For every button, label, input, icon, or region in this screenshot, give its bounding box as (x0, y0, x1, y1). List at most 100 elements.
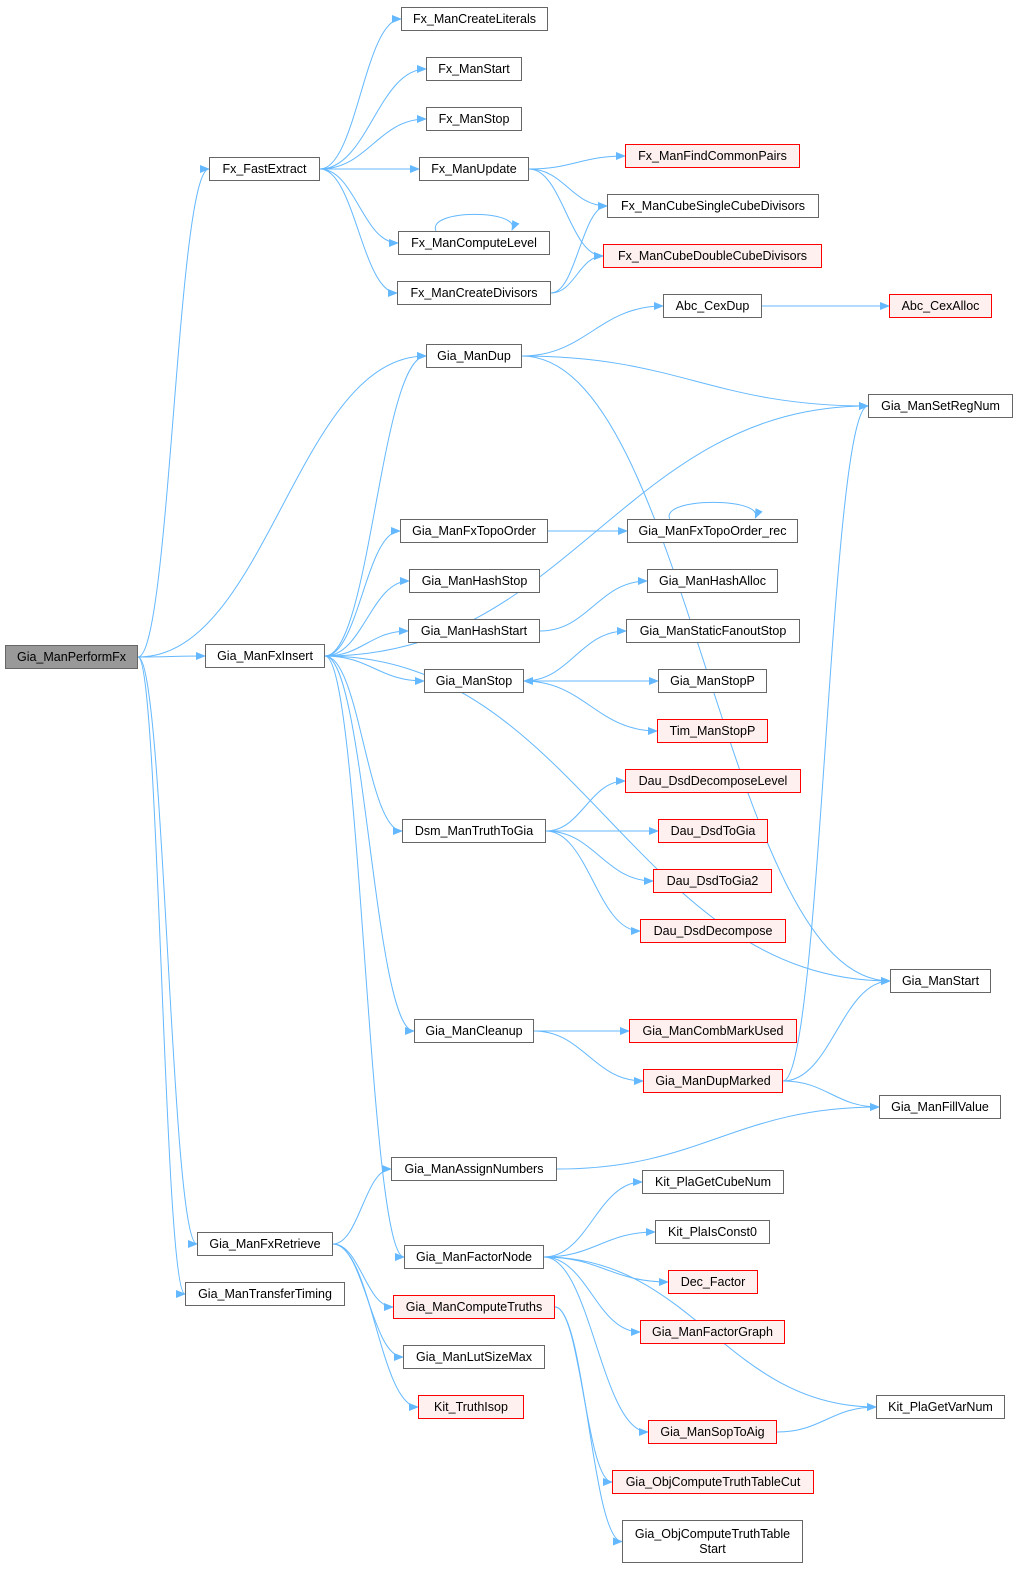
edge-factornode-to-isconst0 (543, 1228, 656, 1258)
node-hashalloc[interactable]: Gia_ManHashAlloc (647, 569, 778, 593)
node-label: Gia_ManStopP (670, 673, 755, 688)
node-hashstart[interactable]: Gia_ManHashStart (408, 619, 540, 643)
node-label: Gia_ManComputeTruths (405, 1299, 543, 1314)
node-topoorderrec[interactable]: Gia_ManFxTopoOrder_rec (627, 519, 798, 543)
node-label: Gia_ManCleanup (425, 1023, 523, 1038)
node-mandup[interactable]: Gia_ManDup (426, 344, 522, 368)
edge-truthtogia-to-decomposelevel (545, 777, 626, 832)
node-label: Gia_ManTransferTiming (198, 1286, 332, 1301)
edge-update-to-findcommonpairs (528, 152, 626, 170)
edge-fxinsert-to-cleanup (324, 655, 415, 1035)
node-getcubenum[interactable]: Kit_PlaGetCubeNum (642, 1170, 784, 1194)
node-fxstart[interactable]: Fx_ManStart (426, 57, 522, 81)
node-lutsizemax[interactable]: Gia_ManLutSizeMax (403, 1345, 545, 1369)
node-computetruths[interactable]: Gia_ManComputeTruths (393, 1295, 555, 1319)
node-label: Fx_ManFindCommonPairs (638, 148, 787, 163)
node-decfactor[interactable]: Dec_Factor (668, 1270, 758, 1294)
node-update[interactable]: Fx_ManUpdate (419, 157, 529, 181)
node-isconst0[interactable]: Kit_PlaIsConst0 (655, 1220, 770, 1244)
node-cleanup[interactable]: Gia_ManCleanup (414, 1019, 534, 1043)
node-giastop[interactable]: Gia_ManStop (424, 669, 524, 693)
node-createdivisors[interactable]: Fx_ManCreateDivisors (397, 281, 551, 305)
node-truthtablecut[interactable]: Gia_ObjComputeTruthTableCut (612, 1470, 814, 1494)
node-fastextract[interactable]: Fx_FastExtract (209, 157, 320, 181)
node-findcommonpairs[interactable]: Fx_ManFindCommonPairs (625, 144, 800, 168)
node-label: Abc_CexDup (675, 298, 750, 313)
node-label: Gia_ManCombMarkUsed (642, 1023, 784, 1038)
node-timstopp[interactable]: Tim_ManStopP (657, 719, 768, 743)
node-soptoaig[interactable]: Gia_ManSopToAig (648, 1420, 777, 1444)
node-label: Gia_ManHashStart (420, 623, 528, 638)
node-perform[interactable]: Gia_ManPerformFx (5, 645, 138, 669)
edge-perform-to-transfertiming (137, 656, 186, 1298)
edge-perform-to-fxinsert (137, 652, 206, 661)
node-label: Fx_ManCubeDoubleCubeDivisors (618, 248, 807, 263)
node-transfertiming[interactable]: Gia_ManTransferTiming (185, 1282, 345, 1306)
edge-perform-to-fxretrieve (137, 656, 198, 1248)
node-label: Kit_PlaGetVarNum (888, 1399, 993, 1414)
edge-soptoaig-to-getvarnum (776, 1403, 877, 1433)
node-fxinsert[interactable]: Gia_ManFxInsert (205, 644, 325, 668)
node-dsdtogia[interactable]: Dau_DsdToGia (658, 819, 768, 843)
edge-fastextract-to-createliterals (319, 15, 402, 170)
edge-computetruths-to-truthtablestart (554, 1306, 623, 1546)
node-label: Fx_FastExtract (222, 161, 307, 176)
edge-truthtogia-to-dsdtogia2 (545, 830, 654, 885)
edge-fxinsert-to-giastop (324, 655, 425, 685)
node-label: Gia_ManFactorNode (415, 1249, 533, 1264)
node-truthtablestart[interactable]: Gia_ObjComputeTruthTable Start (622, 1520, 803, 1563)
node-truthtogia[interactable]: Dsm_ManTruthToGia (402, 819, 546, 843)
node-label: Gia_ManDup (437, 348, 511, 363)
node-label: Gia_ManFillValue (891, 1099, 989, 1114)
edge-mandup-to-setregnum (521, 355, 869, 410)
node-getvarnum[interactable]: Kit_PlaGetVarNum (876, 1395, 1005, 1419)
node-label: Gia_ManPerformFx (16, 649, 127, 664)
node-giastopp[interactable]: Gia_ManStopP (658, 669, 767, 693)
node-dupmarked[interactable]: Gia_ManDupMarked (643, 1069, 783, 1093)
edge-mandup-to-cexdup (521, 302, 664, 357)
node-label: Gia_ManAssignNumbers (404, 1161, 544, 1176)
node-truthisop[interactable]: Kit_TruthIsop (418, 1395, 524, 1419)
node-hashstop[interactable]: Gia_ManHashStop (409, 569, 540, 593)
node-setregnum[interactable]: Gia_ManSetRegNum (868, 394, 1013, 418)
node-assignnumbers[interactable]: Gia_ManAssignNumbers (391, 1157, 557, 1181)
node-combmarkused[interactable]: Gia_ManCombMarkUsed (629, 1019, 797, 1043)
edge-topoorderrec-to-topoorderrec (668, 501, 763, 520)
node-computelevel[interactable]: Fx_ManComputeLevel (398, 231, 550, 255)
node-label: Dsm_ManTruthToGia (414, 823, 534, 838)
node-fillvalue[interactable]: Gia_ManFillValue (879, 1095, 1001, 1119)
node-label: Gia_ManFxTopoOrder_rec (638, 523, 787, 538)
node-label: Gia_ManDupMarked (655, 1073, 771, 1088)
node-label: Gia_ManStaticFanoutStop (639, 623, 787, 638)
node-label: Kit_TruthIsop (434, 1399, 508, 1414)
node-label: Gia_ManFxInsert (217, 648, 313, 663)
node-factorgraph[interactable]: Gia_ManFactorGraph (640, 1320, 785, 1344)
node-singlecube[interactable]: Fx_ManCubeSingleCubeDivisors (607, 194, 819, 218)
node-createliterals[interactable]: Fx_ManCreateLiterals (401, 7, 548, 31)
node-giastart[interactable]: Gia_ManStart (890, 969, 991, 993)
edge-perform-to-fastextract (137, 165, 210, 658)
node-topoorder[interactable]: Gia_ManFxTopoOrder (400, 519, 548, 543)
node-dsdtogia2[interactable]: Dau_DsdToGia2 (653, 869, 772, 893)
node-label: Gia_ObjComputeTruthTableCut (625, 1474, 801, 1489)
edge-perform-to-mandup (137, 352, 427, 658)
edge-fxinsert-to-mandup (324, 352, 427, 657)
node-label: Gia_ManFxRetrieve (209, 1236, 321, 1251)
edge-giastop-to-timstopp (523, 680, 658, 735)
node-decomposelevel[interactable]: Dau_DsdDecomposeLevel (625, 769, 801, 793)
node-label: Gia_ManSopToAig (660, 1424, 765, 1439)
node-fxretrieve[interactable]: Gia_ManFxRetrieve (197, 1232, 333, 1256)
node-factornode[interactable]: Gia_ManFactorNode (404, 1245, 544, 1269)
node-doublecube[interactable]: Fx_ManCubeDoubleCubeDivisors (603, 244, 822, 268)
edge-fxinsert-to-hashstart (324, 627, 409, 657)
node-dsddecompose[interactable]: Dau_DsdDecompose (640, 919, 786, 943)
node-label: Dau_DsdDecomposeLevel (638, 773, 788, 788)
edge-fastextract-to-computelevel (319, 168, 399, 247)
node-cexalloc[interactable]: Abc_CexAlloc (889, 294, 992, 318)
node-label: Kit_PlaGetCubeNum (654, 1174, 772, 1189)
node-label: Gia_ManStart (901, 973, 980, 988)
node-fxstop[interactable]: Fx_ManStop (426, 107, 522, 131)
node-staticfanoutstop[interactable]: Gia_ManStaticFanoutStop (626, 619, 800, 643)
node-cexdup[interactable]: Abc_CexDup (663, 294, 762, 318)
edge-truthtogia-to-dsddecompose (545, 830, 641, 935)
